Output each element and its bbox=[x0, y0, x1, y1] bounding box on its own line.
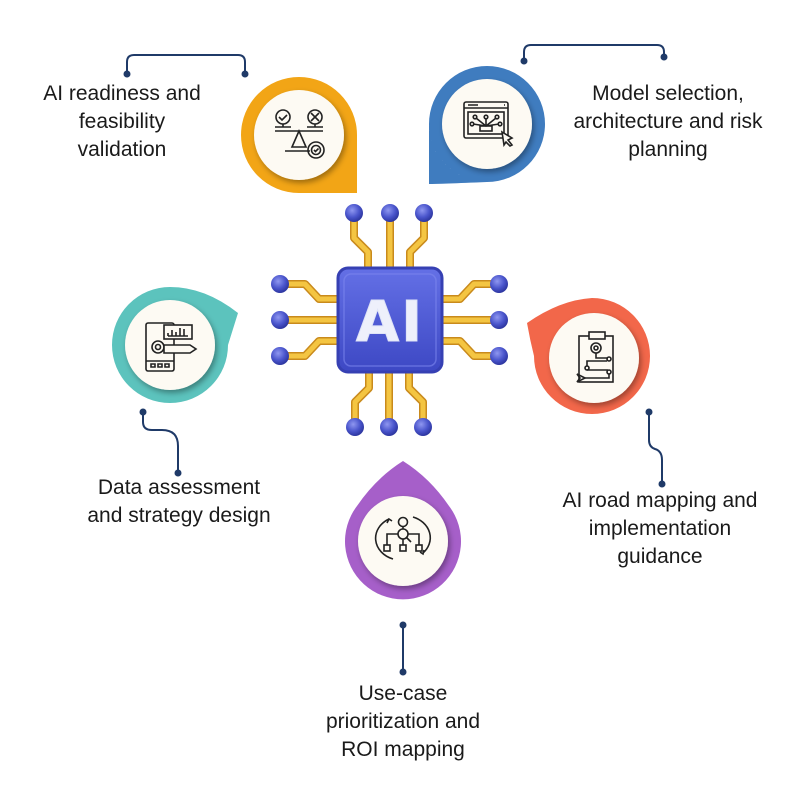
pin-ball bbox=[414, 418, 432, 436]
pin-trace bbox=[279, 281, 345, 302]
label-line: implementation bbox=[588, 517, 732, 540]
balance-scale-gear-icon bbox=[275, 109, 325, 159]
connector-line bbox=[523, 44, 665, 61]
chip-label: AI bbox=[356, 290, 424, 355]
label-line: Model selection, bbox=[592, 82, 744, 105]
pin-ball bbox=[271, 347, 289, 365]
pin-trace bbox=[352, 365, 372, 428]
label-model: Model selection, architecture and risk p… bbox=[548, 80, 788, 164]
connector-dot bbox=[139, 408, 147, 416]
label-usecase: Use-case prioritization and ROI mapping bbox=[303, 680, 503, 764]
pin-ball bbox=[381, 204, 399, 222]
label-line: validation bbox=[77, 138, 167, 161]
tablet-chart-pencil-icon bbox=[145, 322, 198, 372]
label-line: prioritization and bbox=[325, 710, 481, 733]
connector-dot bbox=[399, 668, 407, 676]
pin-trace bbox=[437, 338, 500, 359]
label-line: AI readiness and bbox=[43, 82, 201, 105]
teardrop-roadmap bbox=[527, 298, 650, 414]
connector-data bbox=[139, 408, 182, 477]
chip-body bbox=[336, 266, 444, 374]
hierarchy-cycle-icon bbox=[374, 516, 432, 560]
pin-ball bbox=[490, 347, 508, 365]
connector-readiness bbox=[123, 54, 249, 78]
browser-network-cursor-icon bbox=[463, 101, 514, 148]
teardrop-usecase bbox=[345, 461, 462, 600]
label-data: Data assessment and strategy design bbox=[68, 474, 290, 530]
connector-dot bbox=[174, 469, 182, 477]
clipboard-roadmap-icon bbox=[576, 331, 614, 383]
label-line: Use-case bbox=[358, 682, 448, 705]
pin-ball bbox=[490, 275, 508, 293]
connector-usecase bbox=[399, 621, 407, 676]
connector-dot bbox=[123, 70, 131, 78]
label-line: architecture and risk bbox=[573, 110, 763, 133]
label-roadmap: AI road mapping and implementation guida… bbox=[540, 487, 780, 571]
connector-dot bbox=[645, 408, 653, 416]
connector-dot bbox=[241, 70, 249, 78]
connector-dot bbox=[399, 621, 407, 629]
connector-dot bbox=[520, 57, 528, 65]
label-line: and strategy design bbox=[87, 504, 271, 527]
label-readiness: AI readiness and feasibility validation bbox=[22, 80, 222, 164]
ai-chip: AI bbox=[271, 204, 508, 436]
connector-line bbox=[648, 412, 663, 484]
connector-dot bbox=[660, 53, 668, 61]
pin-trace bbox=[407, 212, 427, 275]
pin-trace bbox=[406, 365, 426, 428]
pin-ball bbox=[271, 311, 289, 329]
connector-dot bbox=[658, 480, 666, 488]
teardrop-readiness bbox=[241, 77, 357, 193]
connector-roadmap bbox=[645, 408, 666, 488]
connector-line bbox=[126, 54, 246, 74]
connector-model bbox=[520, 44, 668, 65]
teardrop-model bbox=[429, 66, 545, 184]
pin-ball bbox=[380, 418, 398, 436]
pin-trace bbox=[351, 212, 371, 275]
label-line: feasibility bbox=[78, 110, 166, 133]
label-line: ROI mapping bbox=[341, 738, 465, 761]
label-line: guidance bbox=[617, 545, 703, 568]
pin-trace bbox=[279, 338, 345, 359]
teardrop-data bbox=[112, 287, 238, 403]
pin-ball bbox=[271, 275, 289, 293]
chip-pins bbox=[278, 211, 501, 429]
pin-ball bbox=[490, 311, 508, 329]
label-line: AI road mapping and bbox=[562, 489, 758, 512]
chip-balls bbox=[271, 204, 508, 436]
pin-ball bbox=[345, 204, 363, 222]
pin-ball bbox=[346, 418, 364, 436]
label-line: planning bbox=[628, 138, 708, 161]
label-line: Data assessment bbox=[97, 476, 261, 499]
pin-trace bbox=[437, 281, 500, 302]
pin-ball bbox=[415, 204, 433, 222]
connector-line bbox=[142, 412, 179, 473]
connectors bbox=[123, 44, 668, 676]
